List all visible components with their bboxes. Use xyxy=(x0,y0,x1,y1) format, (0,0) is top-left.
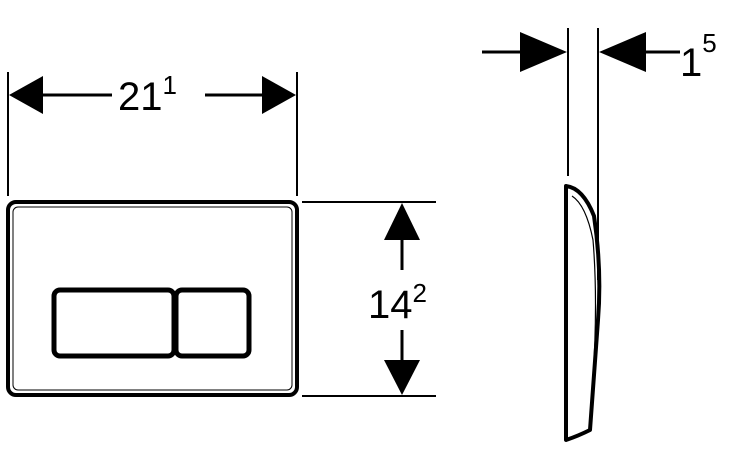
depth-label: 15 xyxy=(680,28,717,85)
width-arrow-left-icon xyxy=(9,76,43,114)
depth-label-main: 1 xyxy=(680,41,702,85)
width-label: 211 xyxy=(118,70,177,119)
depth-label-superscript: 5 xyxy=(702,28,716,58)
flush-plate-front-view xyxy=(6,200,299,397)
flush-plate-side-view xyxy=(564,184,602,442)
height-label-superscript: 2 xyxy=(413,278,427,308)
width-label-superscript: 1 xyxy=(163,70,177,100)
height-arrow-up-icon xyxy=(384,203,420,240)
depth-dimension xyxy=(482,28,680,280)
side-profile-outline xyxy=(564,184,602,442)
plate-outline xyxy=(6,200,299,397)
plate-inner-outline xyxy=(12,206,293,391)
height-label-main: 14 xyxy=(368,283,413,327)
height-dimension xyxy=(302,201,436,397)
width-label-main: 21 xyxy=(118,75,163,119)
depth-arrow-left-in-icon xyxy=(520,32,567,72)
flush-button-small xyxy=(173,287,252,359)
height-arrow-down-icon xyxy=(384,360,420,395)
height-label: 142 xyxy=(368,278,427,327)
width-dimension xyxy=(7,72,298,196)
flush-button-large xyxy=(51,287,177,359)
depth-arrow-right-in-icon xyxy=(599,32,646,72)
width-arrow-right-icon xyxy=(262,76,296,114)
side-profile-inner-line xyxy=(571,195,597,381)
